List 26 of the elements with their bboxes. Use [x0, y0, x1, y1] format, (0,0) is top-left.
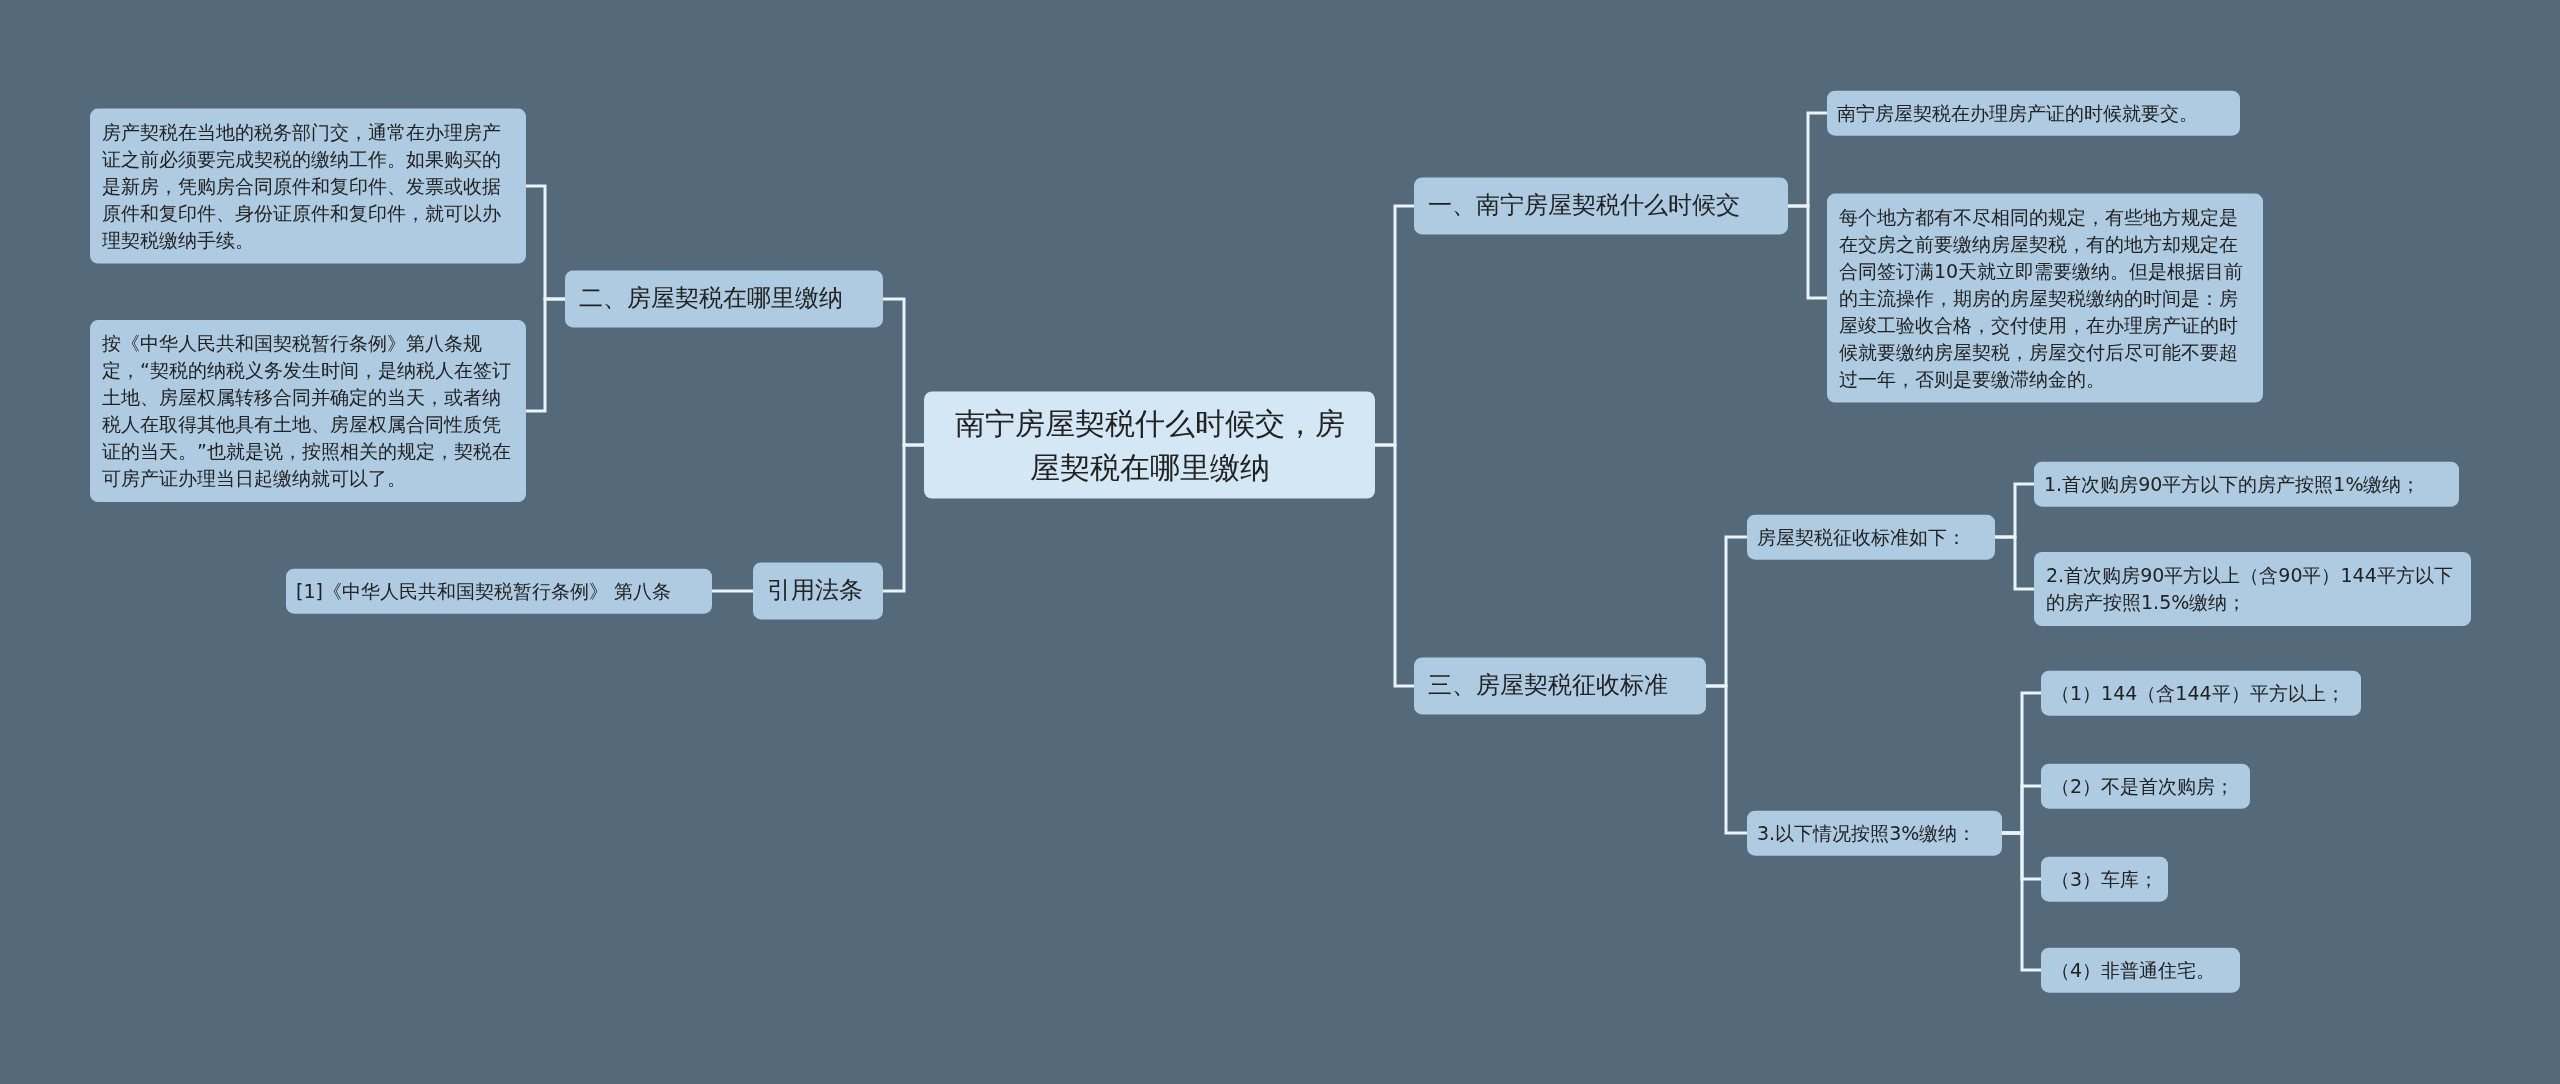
connector-line: [1995, 535, 2034, 591]
leaf-topic: （2）不是首次购房；: [2041, 763, 2250, 809]
leaf-topic: （4）非普通住宅。: [2041, 947, 2240, 993]
central-topic: 南宁房屋契税什么时候交，房屋契税在哪里缴纳: [924, 391, 1375, 499]
leaf-topic: [1]《中华人民共和国契税暂行条例》 第八条: [286, 568, 712, 614]
leaf-topic: 3.以下情况按照3%缴纳：: [1747, 810, 2002, 856]
text-card: 每个地方都有不尽相同的规定，有些地方规定是在交房之前要缴纳房屋契税，有的地方却规定在合同签订满10天就立即需要缴纳。但是根据目前的主流操作，期房的房屋契税缴纳的时间是：房屋竣工验收合格，交付使用，在办理房产证的时候就要缴纳房屋契税，房屋交付后尽可能不要超过一年，否则是要缴滞纳金的。: [1827, 193, 2263, 403]
connector-line: [1706, 684, 1747, 835]
connector-line: [712, 589, 753, 593]
connector-line: [2002, 831, 2041, 972]
text-card: 2.首次购房90平方以上（含90平）144平方以下的房产按照1.5%缴纳；: [2034, 552, 2471, 626]
leaf-topic: 房屋契税征收标准如下：: [1747, 514, 1995, 560]
branch-topic: 引用法条: [753, 562, 883, 620]
branch-topic: 三、房屋契税征收标准: [1414, 657, 1706, 715]
branch-topic: 二、房屋契税在哪里缴纳: [565, 270, 883, 328]
text-card: 房产契税在当地的税务部门交，通常在办理房产证之前必须要完成契税的缴纳工作。如果购买的是新房，凭购房合同原件和复印件、发票或收据原件和复印件、身份证原件和复印件，就可以办理契税缴纳手续。: [90, 108, 526, 264]
branch-topic: 一、南宁房屋契税什么时候交: [1414, 177, 1788, 235]
leaf-topic: 南宁房屋契税在办理房产证的时候就要交。: [1827, 90, 2240, 136]
leaf-topic: （3）车库；: [2041, 856, 2168, 902]
connector-line: [526, 297, 565, 413]
leaf-topic: （1）144（含144平）平方以上；: [2041, 670, 2361, 716]
connector-line: [883, 443, 924, 593]
text-card: 按《中华人民共和国契税暂行条例》第八条规定，“契税的纳税义务发生时间，是纳税人在签订土地、房屋权属转移合同并确定的当天，或者纳税人在取得其他具有土地、房屋权属合同性质凭证的当天。”也就是说，按照相关的规定，契税在可房产证办理当日起缴纳就可以了。: [90, 320, 526, 502]
leaf-topic: 1.首次购房90平方以下的房产按照1%缴纳；: [2034, 461, 2459, 507]
connector-line: [1375, 443, 1414, 688]
connector-line: [1788, 204, 1827, 300]
